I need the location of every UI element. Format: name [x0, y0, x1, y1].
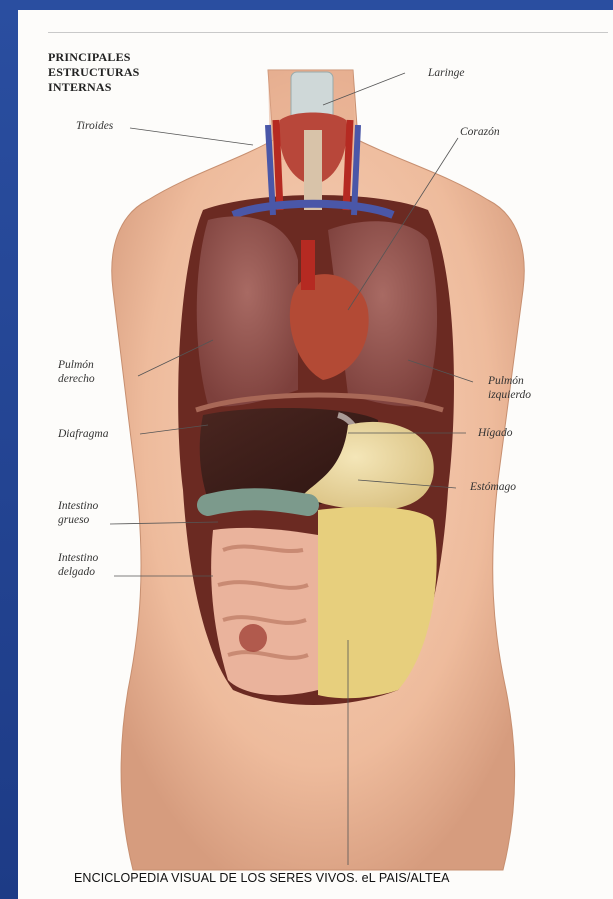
label-intestino-delgado-2: delgado [58, 565, 95, 579]
label-intestino-delgado-1: Intestino [58, 551, 98, 565]
label-pulmon-izquierdo-1: Pulmón [488, 374, 524, 388]
label-corazon: Corazón [460, 125, 500, 139]
label-pulmon-derecho-2: derecho [58, 372, 95, 386]
torso-anatomy-illustration [18, 10, 613, 899]
large-intestine [208, 499, 308, 505]
small-intestine [211, 528, 318, 695]
label-pulmon-izquierdo-2: izquierdo [488, 388, 531, 402]
label-higado: Hígado [478, 426, 513, 440]
label-tiroides: Tiroides [76, 119, 113, 133]
label-intestino-grueso-1: Intestino [58, 499, 98, 513]
label-diafragma: Diafragma [58, 427, 108, 441]
source-caption: ENCICLOPEDIA VISUAL DE LOS SERES VIVOS. … [74, 871, 450, 885]
label-estomago: Estómago [470, 480, 516, 494]
label-intestino-grueso-2: grueso [58, 513, 89, 527]
label-laringe: Laringe [428, 66, 464, 80]
right-lung [197, 216, 298, 406]
label-pulmon-derecho-1: Pulmón [58, 358, 94, 372]
illustration-page: PRINCIPALES ESTRUCTURAS INTERNAS [18, 10, 613, 899]
